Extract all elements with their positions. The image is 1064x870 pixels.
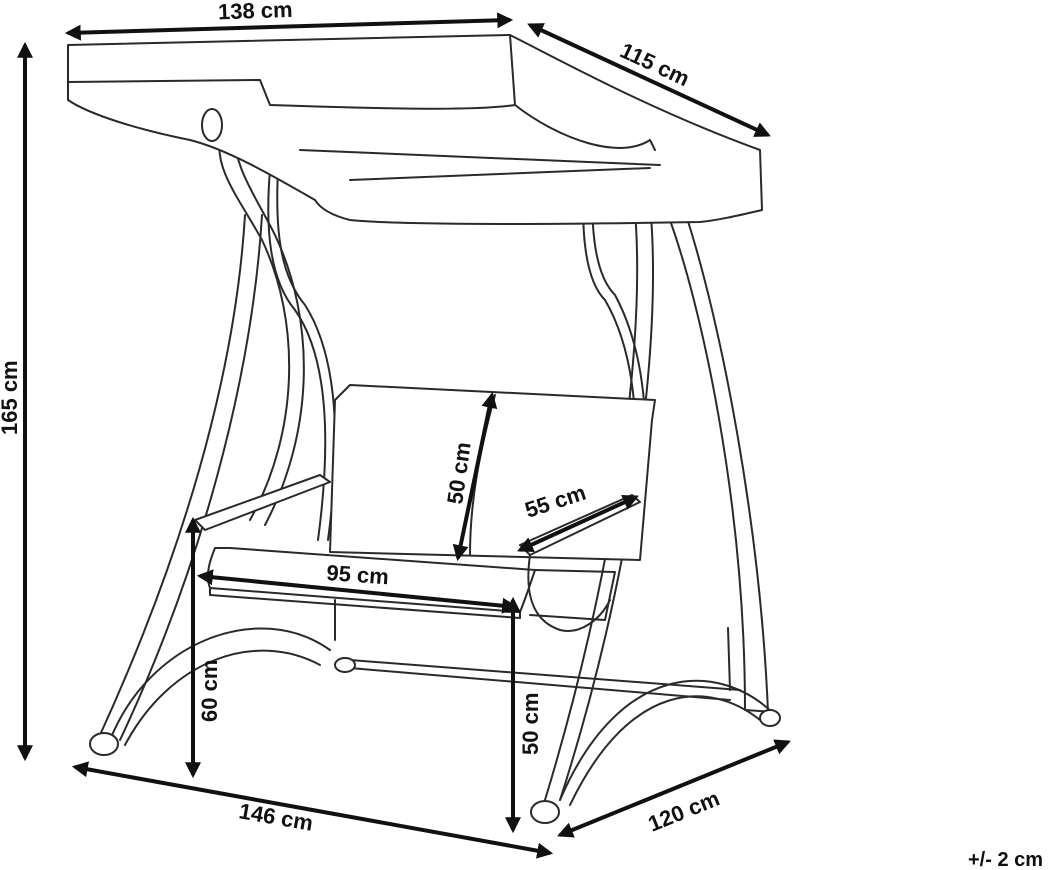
total-height-label: 165 cm: [0, 360, 22, 435]
tolerance-note: +/- 2 cm: [968, 849, 1043, 870]
dimension-arrows: [17, 12, 791, 859]
base-width-arrow: [71, 761, 554, 859]
swing-drawing: [67, 34, 781, 824]
base-depth-arrow: [557, 739, 791, 838]
canopy-width-arrow: [64, 12, 514, 41]
canopy-depth-arrow: [527, 23, 771, 137]
canopy-width-label: 138 cm: [218, 0, 293, 24]
backrest-height-arrow: [452, 391, 498, 562]
seat-height-label: 50 cm: [518, 693, 543, 755]
armrest-height-label: 60 cm: [197, 660, 222, 722]
seat-width-label: 95 cm: [326, 560, 390, 589]
seat-width-arrow: [196, 569, 519, 614]
seat-depth-arrow: [517, 495, 639, 552]
base-width-label: 146 cm: [237, 798, 315, 836]
base-depth-label: 120 cm: [645, 786, 724, 837]
